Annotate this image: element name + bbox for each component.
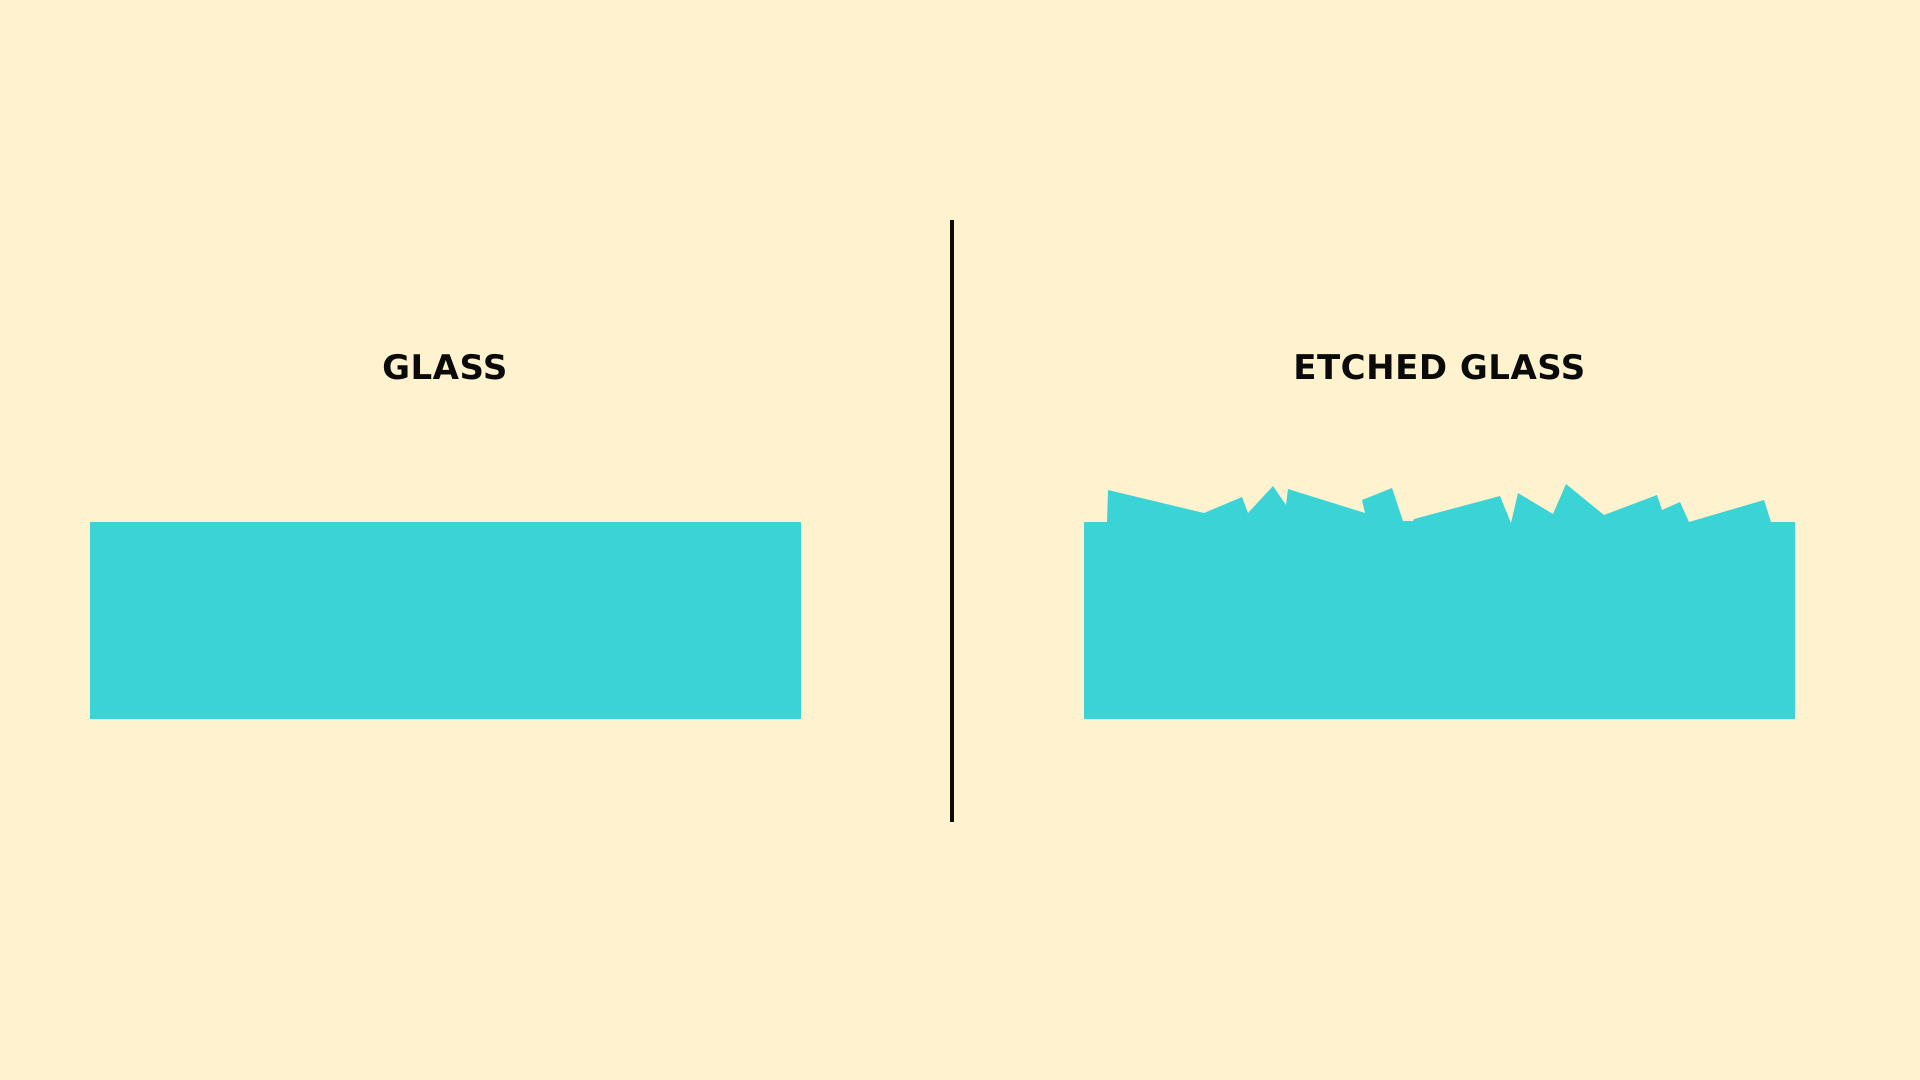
glass-title: GLASS <box>382 348 508 388</box>
plain-glass-slab <box>90 522 801 719</box>
etched-glass-title: ETCHED GLASS <box>1293 348 1586 388</box>
etched-glass-slab <box>1084 484 1795 719</box>
center-divider <box>950 220 954 822</box>
